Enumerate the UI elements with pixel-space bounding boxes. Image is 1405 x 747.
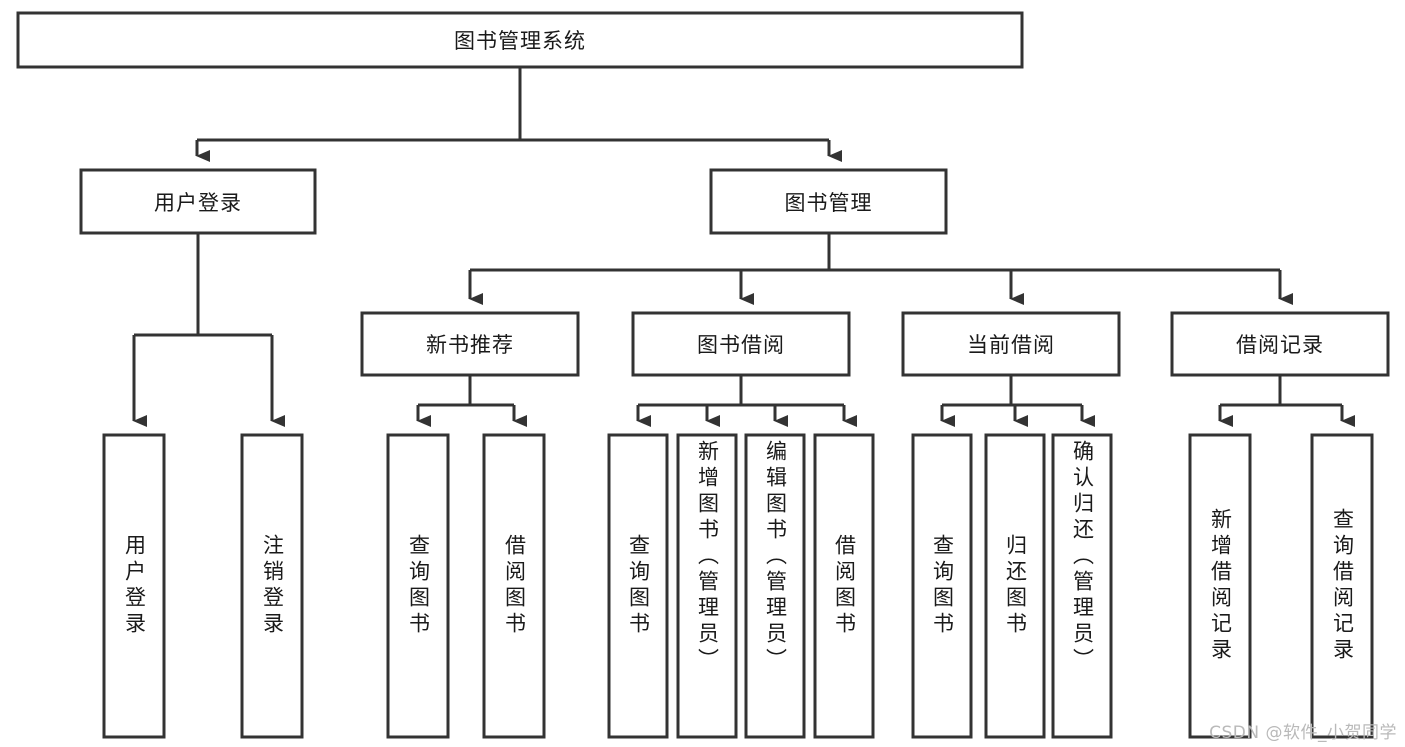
node-box-leaf-borrow-book-recommend[interactable] <box>482 433 546 739</box>
node-box-new-book-recommend[interactable] <box>360 311 580 377</box>
node-box-leaf-return-book[interactable] <box>984 433 1046 739</box>
node-box-leaf-edit-book-admin[interactable] <box>744 433 806 739</box>
node-box-leaf-logout-login[interactable] <box>240 433 304 739</box>
node-box-leaf-query-borrow-record[interactable] <box>1310 433 1374 739</box>
node-box-leaf-add-book-admin[interactable] <box>676 433 738 739</box>
node-box-leaf-query-book-current[interactable] <box>911 433 973 739</box>
watermark-text: CSDN @软件_小贺同学 <box>1209 723 1397 743</box>
node-box-book-management[interactable] <box>709 168 948 235</box>
node-box-leaf-add-borrow-record[interactable] <box>1188 433 1252 739</box>
node-box-root[interactable] <box>16 11 1024 69</box>
connector-group-current-borrow-to-leaves <box>940 375 1095 427</box>
connector-group-user-login-to-leaves <box>132 233 285 427</box>
connector-group-root-to-level2 <box>195 67 842 162</box>
connector-group-borrow-records-to-leaves <box>1218 375 1355 427</box>
connector-group-new-book-recommend-to-leaves <box>416 375 527 427</box>
node-box-current-borrow[interactable] <box>901 311 1121 377</box>
node-box-leaf-borrow-book[interactable] <box>813 433 875 739</box>
node-box-user-login[interactable] <box>79 168 317 235</box>
node-box-leaf-user-login[interactable] <box>102 433 166 739</box>
node-box-leaf-query-book-recommend[interactable] <box>386 433 450 739</box>
node-box-borrow-records[interactable] <box>1170 311 1390 377</box>
node-box-leaf-query-book-borrow[interactable] <box>607 433 669 739</box>
node-box-leaf-confirm-return-admin[interactable] <box>1051 433 1113 739</box>
connector-group-book-borrow-to-leaves <box>636 375 857 427</box>
connector-group-book-management-to-level3 <box>468 233 1293 305</box>
node-box-book-borrow[interactable] <box>631 311 851 377</box>
